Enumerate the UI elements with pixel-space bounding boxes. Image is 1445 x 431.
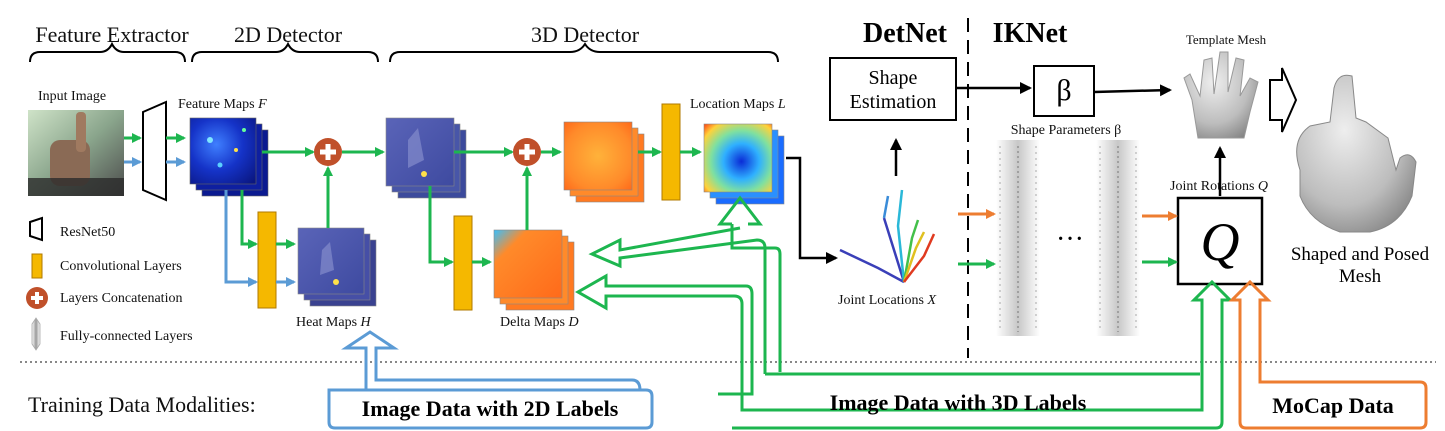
legend-conv-icon — [31, 253, 43, 279]
shape-estimation-line2: Estimation — [850, 91, 937, 113]
beta-box — [1033, 65, 1095, 117]
mocap-label: MoCap Data — [1272, 393, 1394, 418]
feature-maps-stack — [189, 117, 269, 197]
legend-resnet-icon — [29, 216, 43, 242]
conv-layer-3 — [661, 103, 681, 201]
brace-feature-extractor — [29, 41, 186, 63]
shape-estimation-box — [829, 57, 957, 121]
q-box — [1176, 196, 1264, 286]
legend-fc-label: Fully-connected Layers — [60, 329, 193, 344]
input-image-label: Input Image — [38, 89, 106, 104]
beta-symbol: β — [1056, 74, 1071, 107]
template-mesh-label: Template Mesh — [1186, 32, 1267, 47]
shape-estimation-line1: Shape — [869, 67, 918, 89]
section-detnet: DetNet — [863, 18, 948, 49]
heatmap-overlay-stack — [385, 117, 467, 199]
joint-rotations-label: Joint Rotations Q — [1170, 179, 1268, 194]
resnet-block — [142, 100, 167, 202]
data-2d-box — [327, 388, 654, 430]
iknet-fc-left — [996, 140, 1040, 336]
heat-maps-stack — [297, 227, 377, 307]
iknet-ellipsis: ··· — [1056, 224, 1084, 255]
orange-maps-stack — [563, 121, 645, 203]
feature-maps-label: Feature Maps F — [178, 97, 267, 112]
iknet-fc-right — [1096, 140, 1140, 336]
shaped-posed-line2: Mesh — [1339, 266, 1382, 287]
template-mesh-icon — [1183, 51, 1259, 139]
conv-layer-1 — [257, 211, 277, 309]
shaped-posed-mesh-icon — [1296, 74, 1417, 233]
location-maps-label: Location Maps L — [690, 97, 786, 112]
data-3d-connector — [574, 273, 1234, 430]
legend-fc-icon — [31, 317, 41, 351]
legend-conv-label: Convolutional Layers — [60, 259, 182, 274]
data-3d-label: Image Data with 3D Labels — [830, 390, 1087, 415]
hollow-arrow — [1269, 67, 1298, 133]
joint-locations-skeleton — [839, 189, 936, 284]
section-iknet: IKNet — [993, 18, 1068, 49]
mocap-box — [1228, 279, 1428, 430]
brace-3d-detector — [389, 42, 779, 63]
heat-maps-label: Heat Maps H — [296, 315, 372, 330]
legend-concat-icon — [26, 287, 48, 309]
input-image — [28, 110, 124, 196]
shaped-posed-line1: Shaped and Posed — [1291, 244, 1430, 265]
data-2d-label: Image Data with 2D Labels — [362, 396, 619, 421]
brace-2d-detector — [191, 41, 379, 63]
q-symbol: Q — [1201, 212, 1240, 272]
joint-locations-label: Joint Locations X — [838, 293, 936, 308]
delta-maps-stack — [493, 229, 575, 311]
modalities-label: Training Data Modalities: — [28, 392, 256, 417]
conv-layer-2 — [453, 215, 473, 311]
delta-maps-label: Delta Maps D — [500, 315, 579, 330]
concat-circle-2 — [513, 138, 541, 166]
shape-parameters-label: Shape Parameters β — [1011, 123, 1122, 138]
location-maps-stack — [703, 123, 785, 205]
legend-concat-label: Layers Concatenation — [60, 291, 182, 306]
legend-resnet-label: ResNet50 — [60, 225, 115, 240]
concat-circle-1 — [314, 138, 342, 166]
